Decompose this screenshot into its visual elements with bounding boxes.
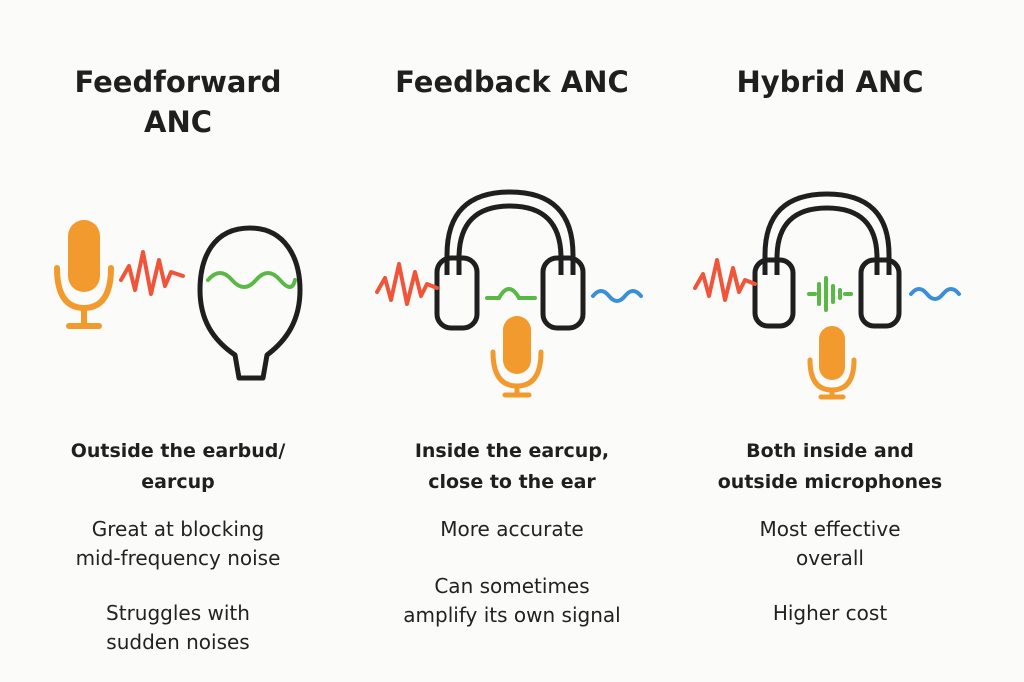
microphone-icon — [490, 316, 544, 398]
feedforward-note-2: Struggles with sudden noises — [106, 601, 250, 654]
residual-wave-icon — [591, 289, 643, 303]
column-hybrid: Hybrid ANC Both inside and outside micro… — [665, 0, 995, 682]
head-icon — [197, 225, 303, 381]
hybrid-illustration — [693, 191, 961, 400]
noise-wave-icon — [375, 262, 439, 306]
column-feedforward: Feedforward ANC Outside the earbud/ earc… — [13, 0, 343, 682]
feedback-note-1: More accurate — [440, 517, 584, 541]
feedback-note-2: Can sometimes amplify its own signal — [403, 574, 621, 627]
column-feedback: Feedback ANC Inside the earcup, close to… — [347, 0, 677, 682]
cancel-wave-icon — [807, 276, 853, 312]
headphones-icon — [752, 191, 902, 329]
hybrid-note-2: Higher cost — [772, 601, 888, 625]
feedforward-title: Feedforward ANC — [74, 65, 282, 139]
feedback-title: Feedback ANC — [395, 65, 629, 99]
feedforward-caption: Outside the earbud/ earcup — [70, 440, 286, 493]
headphones-icon — [434, 189, 586, 331]
noise-wave-icon — [119, 250, 185, 296]
feedforward-illustration — [54, 220, 303, 381]
hybrid-caption: Both inside and outside microphones — [717, 440, 943, 493]
microphone-icon — [807, 326, 857, 400]
feedback-illustration — [375, 189, 643, 398]
feedforward-note-1: Great at blocking mid-frequency noise — [75, 517, 281, 570]
hybrid-title: Hybrid ANC — [736, 65, 924, 99]
feedback-caption: Inside the earcup, close to the ear — [414, 440, 610, 493]
microphone-icon — [54, 220, 114, 329]
residual-wave-icon — [909, 287, 961, 301]
hybrid-note-1: Most effective overall — [759, 517, 901, 570]
cancel-wave-icon — [485, 287, 537, 300]
cancel-wave-icon — [206, 271, 297, 289]
noise-wave-icon — [693, 258, 757, 302]
